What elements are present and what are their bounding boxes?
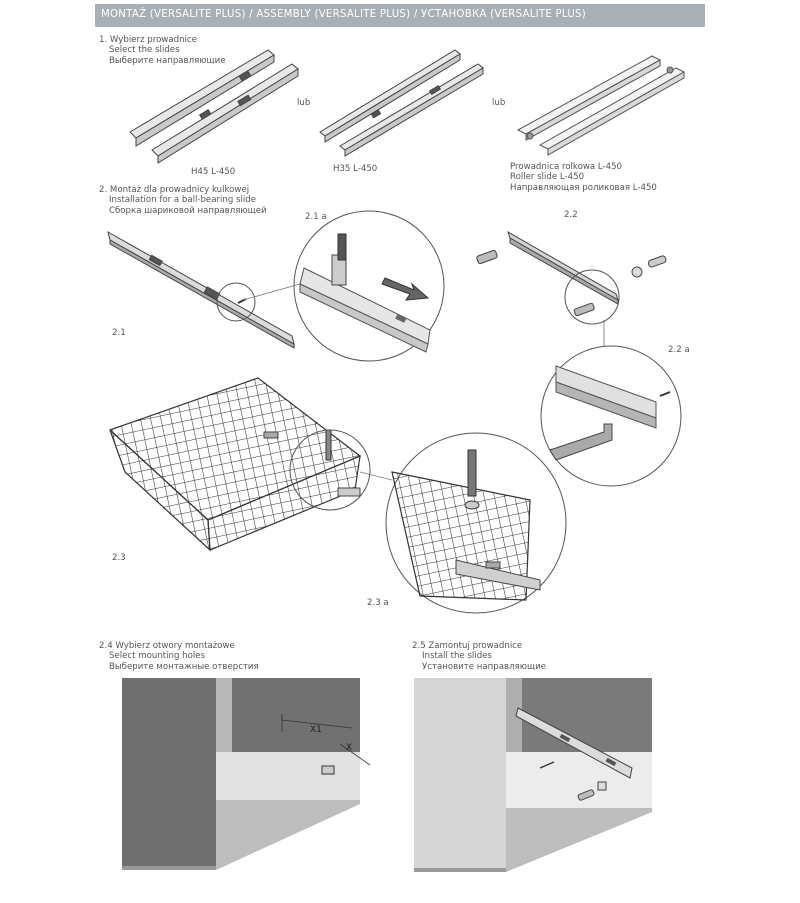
label-2-2: 2.2 xyxy=(564,210,578,220)
step24-instructions: 2.4 Wybierz otwory montażowe Select moun… xyxy=(99,641,259,672)
detail-2-1a xyxy=(293,210,445,362)
step24-english: Select mounting holes xyxy=(109,651,206,662)
header-bar: MONTAŻ (VERSALITE PLUS) / ASSEMBLY (VERS… xyxy=(95,4,705,27)
roller-caption-pl: Prowadnica rolkowa L-450 xyxy=(510,162,623,172)
dim-x: X xyxy=(346,743,352,753)
label-2-2a: 2.2 a xyxy=(668,345,690,355)
detail-2-1a-leader xyxy=(242,283,301,301)
step25-title: 2.5 Zamontuj prowadnice xyxy=(412,641,523,651)
cabinet-2-4-drawing: X1 X xyxy=(122,678,371,870)
step24-russian: Выберите монтажные отверстия xyxy=(109,661,259,672)
detail-2-2a xyxy=(540,345,682,487)
step2-title: 2. Montaż dla prowadnicy kulkowej xyxy=(99,185,250,195)
step25-instructions: 2.5 Zamontuj prowadnice Install the slid… xyxy=(412,641,546,672)
label-2-1a: 2.1 a xyxy=(305,212,327,222)
cabinet-2-5-drawing xyxy=(414,678,652,872)
detail-2-3a xyxy=(385,432,567,614)
roller-slide-caption: Prowadnica rolkowa L-450 Roller slide L-… xyxy=(510,162,657,193)
step2-english: Installation for a ball-bearing slide xyxy=(109,195,257,206)
step1-russian: Выберите направляющие xyxy=(109,55,226,66)
label-2-3a: 2.3 a xyxy=(367,598,389,608)
roller-caption-ru: Направляющая роликовая L-450 xyxy=(510,182,657,193)
step2-russian: Сборка шариковой направляющей xyxy=(109,205,267,216)
or-label-1: lub xyxy=(297,98,311,108)
header-title: MONTAŻ (VERSALITE PLUS) / ASSEMBLY (VERS… xyxy=(101,9,586,20)
dim-x1: X1 xyxy=(310,725,322,735)
label-2-1: 2.1 xyxy=(112,328,126,338)
step1-english: Select the slides xyxy=(109,45,180,56)
step1-instructions: 1. Wybierz prowadnice Select the slides … xyxy=(99,35,226,66)
label-2-3: 2.3 xyxy=(112,553,126,563)
slide-h35-drawing xyxy=(319,49,484,157)
slide-h45-caption: H45 L-450 xyxy=(191,167,236,177)
step25-russian: Установите направляющие xyxy=(422,661,546,672)
step24-title: 2.4 Wybierz otwory montażowe xyxy=(99,641,235,651)
slide-2-1-drawing xyxy=(107,230,295,349)
slide-2-2-drawing xyxy=(476,230,667,325)
slide-h45-drawing xyxy=(129,49,299,164)
step2-instructions: 2. Montaż dla prowadnicy kulkowej Instal… xyxy=(99,185,267,216)
detail-2-3a-leader xyxy=(359,471,393,481)
basket-drawing xyxy=(108,377,371,552)
step1-title: 1. Wybierz prowadnice xyxy=(99,35,197,45)
step25-english: Install the slides xyxy=(422,651,492,662)
roller-caption-en: Roller slide L-450 xyxy=(510,172,585,183)
slide-h35-caption: H35 L-450 xyxy=(333,164,378,174)
roller-slide-drawing xyxy=(516,55,686,156)
or-label-2: lub xyxy=(492,98,506,108)
